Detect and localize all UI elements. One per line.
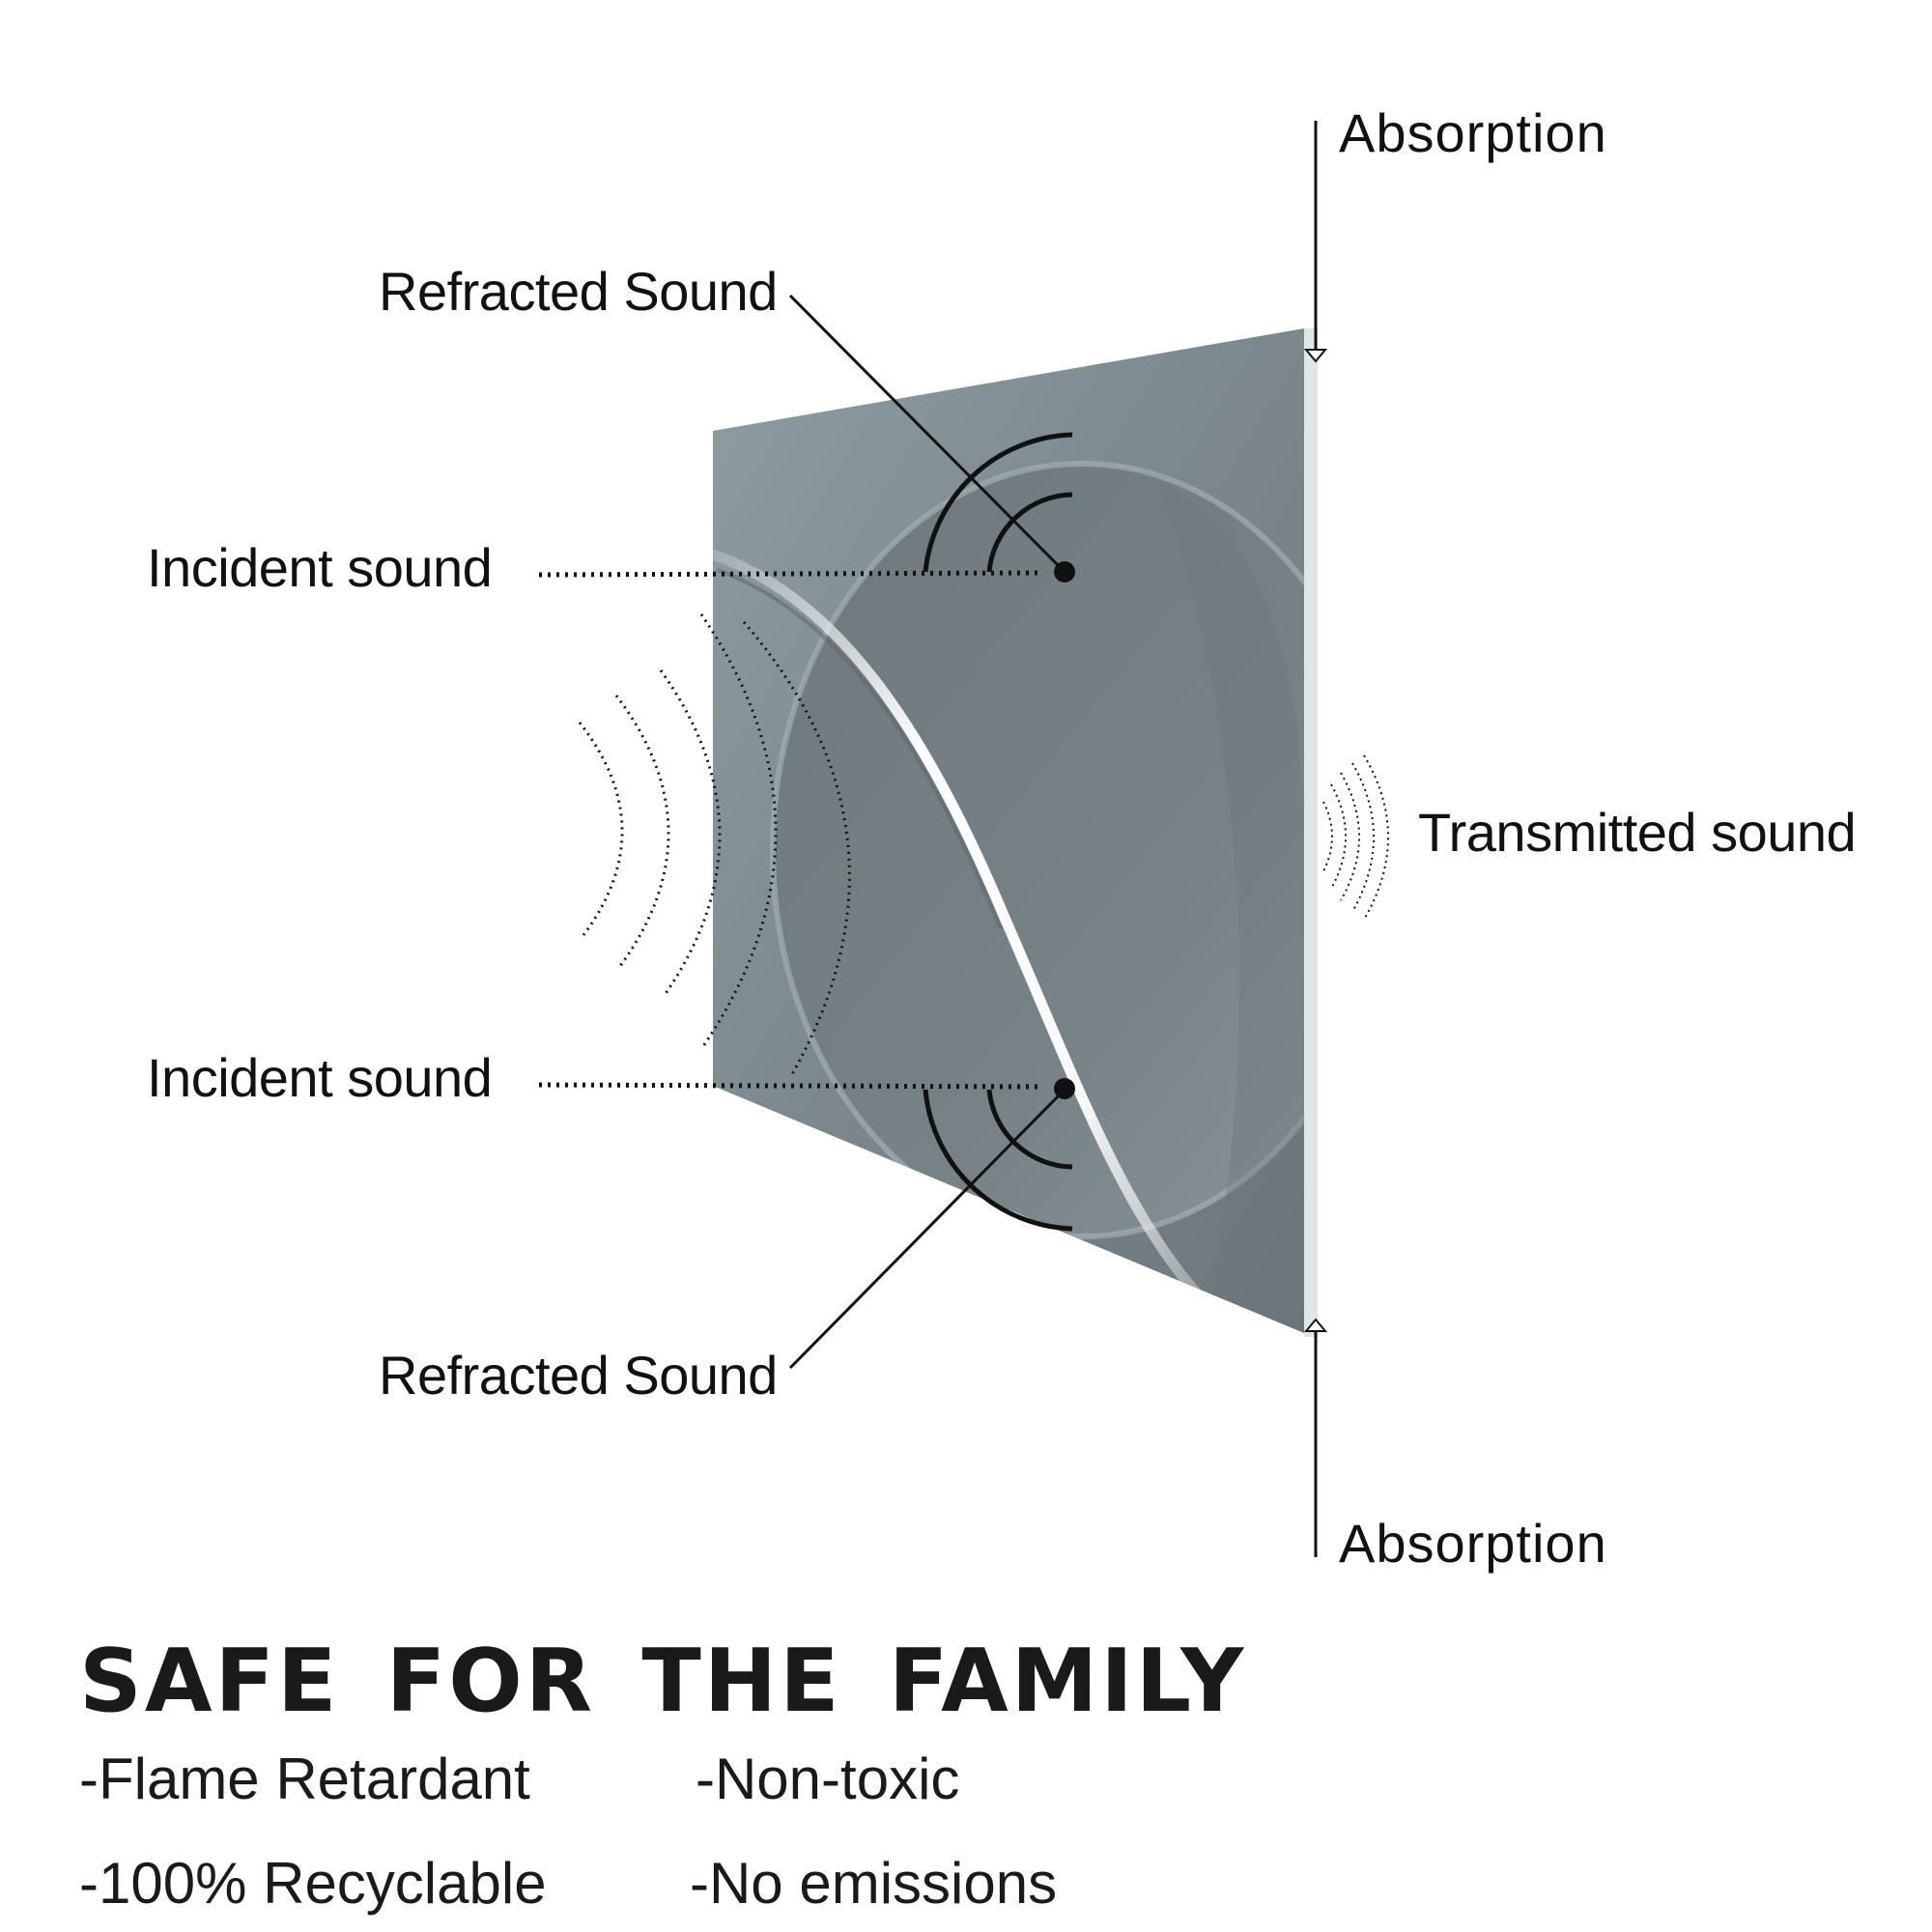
refraction-point-top xyxy=(1054,561,1075,582)
panel-crease xyxy=(713,549,1204,1300)
absorption-bottom-arrow xyxy=(1303,1318,1328,1557)
incident-wavefronts xyxy=(578,613,851,1075)
panel-dome xyxy=(773,464,1304,1236)
feature-recyclable: -100% Recyclable xyxy=(79,1851,547,1916)
refracted-bottom-leader xyxy=(788,1088,1066,1370)
panel-dome-rim xyxy=(770,461,1304,1239)
refracted-top-label: Refracted Sound xyxy=(379,261,778,322)
panel-crease-shadow xyxy=(716,568,1003,930)
feature-flame-retardant: -Flame Retardant xyxy=(79,1747,530,1811)
feature-no-emissions: -No emissions xyxy=(690,1851,1058,1916)
absorption-top-label: Absorption xyxy=(1339,102,1607,163)
refraction-point-bottom xyxy=(1054,1078,1075,1099)
absorption-top-arrow xyxy=(1303,121,1328,363)
incident-top-label: Incident sound xyxy=(147,537,493,598)
transmitted-label: Transmitted sound xyxy=(1418,802,1857,863)
refracted-bottom-label: Refracted Sound xyxy=(379,1345,778,1406)
refracted-top-leader xyxy=(788,294,1066,574)
refracted-top-arc-outer xyxy=(923,432,1073,573)
panel-edge-strip xyxy=(1304,328,1318,1337)
refracted-bottom-arc-inner xyxy=(986,1089,1073,1170)
refracted-top-arc-inner xyxy=(986,492,1073,573)
incident-top-line xyxy=(538,570,1044,578)
refracted-bottom-arc-outer xyxy=(923,1089,1073,1232)
incident-bottom-label: Incident sound xyxy=(147,1047,493,1108)
absorption-bottom-label: Absorption xyxy=(1339,1513,1607,1574)
incident-bottom-line xyxy=(538,1082,1044,1090)
feature-non-toxic: -Non-toxic xyxy=(696,1747,960,1811)
transmitted-wavefronts xyxy=(1322,754,1389,921)
safe-family-heading: SAFE FOR THE FAMILY xyxy=(79,1631,1247,1732)
panel-shade xyxy=(1159,483,1304,1333)
